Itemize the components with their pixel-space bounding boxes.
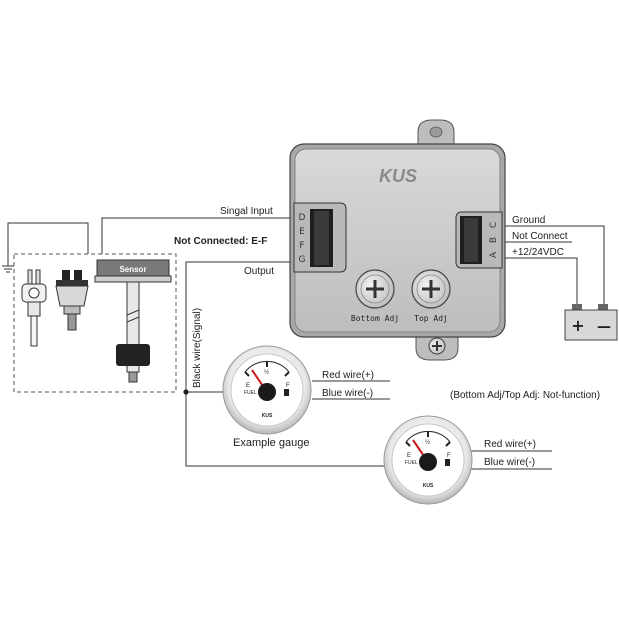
sensor-box (13, 253, 177, 393)
bottom-adj-cross-icon (366, 280, 384, 298)
gauge2-e-label: E (407, 453, 411, 459)
pin-label-d: D (299, 213, 306, 223)
gauge2-brand: KUS (423, 483, 434, 489)
output-label: Output (244, 266, 274, 277)
output-wire (185, 261, 390, 467)
ground-wire (497, 225, 605, 309)
gauge-2: E ½ F FUEL KUS (383, 415, 473, 505)
wires (7, 217, 605, 470)
bottom-adj-label: Bottom Adj (351, 314, 399, 323)
sender-switch-icon (21, 269, 47, 347)
pin-label-a: A (489, 251, 499, 258)
pin-label-c: C (489, 222, 499, 228)
pressure-sender-icon (55, 270, 89, 331)
gauge1-f-label: F (286, 383, 290, 389)
not-function-note: (Bottom Adj/Top Adj: Not-function) (450, 390, 600, 401)
gauge1-brand: KUS (262, 413, 273, 419)
gauge2-fuel-pump-icon (445, 459, 450, 466)
ground-symbol-icon (2, 265, 14, 273)
gauge1-fuel-label: FUEL (244, 390, 257, 396)
power-wire (497, 257, 578, 309)
top-adj-cross-icon (422, 280, 440, 298)
gauge1-red-wire-label: Red wire(+) (322, 370, 374, 381)
black-wire-label: Black wire(Signal) (192, 308, 203, 388)
tank-sensor-icon: Sensor (94, 259, 172, 383)
signal-input-label: Singal Input (220, 206, 273, 217)
signal-junction-dot (183, 389, 189, 395)
gauge2-fuel-label: FUEL (405, 460, 418, 466)
pin-label-b: B (489, 237, 499, 243)
gauge1-e-label: E (246, 383, 250, 389)
gauge2-blue-wire-label: Blue wire(-) (484, 457, 535, 468)
pin-label-e: E (299, 227, 305, 237)
sensor-label: Sensor (119, 265, 146, 274)
gauge1-half-label: ½ (264, 369, 269, 376)
not-connect-label: Not Connect (512, 231, 568, 242)
battery-plus-icon: + (571, 316, 584, 335)
ground-label: Ground (512, 215, 545, 226)
pin-label-g: G (299, 255, 306, 265)
gauge1-fuel-pump-icon (284, 389, 289, 396)
example-gauge-1: E ½ F FUEL KUS (222, 345, 312, 435)
gauge2-half-label: ½ (425, 439, 430, 446)
gauge2-red-wire-label: Red wire(+) (484, 439, 536, 450)
top-adj-label: Top Adj (414, 314, 448, 323)
voltage-label: +12/24VDC (512, 247, 564, 258)
not-connected-ef-label: Not Connected: E-F (174, 236, 267, 247)
battery-minus-icon: — (597, 319, 611, 335)
gauge1-blue-wire-label: Blue wire(-) (322, 388, 373, 399)
signal-input-wire (101, 217, 306, 254)
module-brand: KUS (379, 166, 417, 186)
battery: + — (564, 304, 618, 341)
pin-label-f: F (299, 241, 304, 251)
kus-module: KUS D E F G A B C Bottom Adj Top Adj (289, 119, 506, 361)
example-gauge-label: Example gauge (233, 437, 309, 449)
sensor-ground-wire (7, 222, 89, 266)
gauge2-f-label: F (447, 453, 451, 459)
battery-body (564, 309, 618, 341)
